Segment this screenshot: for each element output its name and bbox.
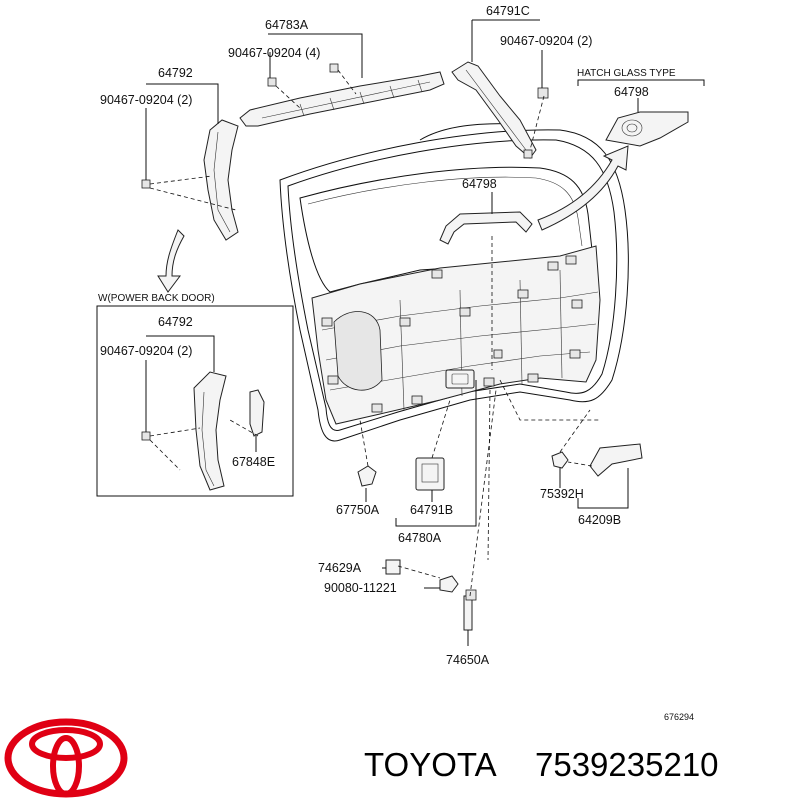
centre-trim-64798 xyxy=(439,211,533,245)
label-64783a: 64783A xyxy=(265,18,309,32)
label-67848e: 67848E xyxy=(232,455,275,469)
label-90467-2-right: 90467-09204 (2) xyxy=(500,34,592,48)
label-90080-11221: 90080-11221 xyxy=(324,581,397,595)
label-64798-hatch: 64798 xyxy=(614,85,649,99)
leader-lines xyxy=(96,19,705,646)
left-pillar-garnish-64792-top xyxy=(141,119,239,241)
label-75392h: 75392H xyxy=(540,487,584,501)
hatch-glass-part-64798 xyxy=(605,111,689,147)
part-labels: 64783A 90467-09204 (4) 64791C 90467-0920… xyxy=(98,4,694,722)
label-64791c: 64791C xyxy=(486,4,530,18)
label-hatch-glass-type: HATCH GLASS TYPE xyxy=(577,68,676,79)
label-64780a: 64780A xyxy=(398,531,442,545)
label-74629a: 74629A xyxy=(318,561,362,575)
label-64209b: 64209B xyxy=(578,513,621,527)
right-pillar-garnish-64791c xyxy=(451,61,549,159)
label-74650a: 74650A xyxy=(446,653,490,667)
lower-small-parts xyxy=(357,443,643,631)
label-64792-box: 64792 xyxy=(158,315,193,329)
label-90467-2-top: 90467-09204 (2) xyxy=(100,93,192,107)
label-64792-top: 64792 xyxy=(158,66,193,80)
label-power-back-door: W(POWER BACK DOOR) xyxy=(98,293,215,304)
label-64798-centre: 64798 xyxy=(462,177,497,191)
label-90467-4: 90467-09204 (4) xyxy=(228,46,320,60)
back-door-outline xyxy=(279,123,629,442)
brand-part-number: 7539235210 xyxy=(535,746,719,783)
label-67750a: 67750A xyxy=(336,503,380,517)
diagram-id: 676294 xyxy=(664,712,694,722)
dashed-connections xyxy=(149,69,600,597)
label-90467-2-box: 90467-09204 (2) xyxy=(100,344,192,358)
direction-arrows xyxy=(157,145,629,293)
toyota-logo xyxy=(4,718,128,798)
label-64791b: 64791B xyxy=(410,503,453,517)
brand-name: TOYOTA xyxy=(364,746,497,783)
power-back-door-parts xyxy=(141,371,265,491)
upper-garnish-64783a xyxy=(239,63,445,127)
